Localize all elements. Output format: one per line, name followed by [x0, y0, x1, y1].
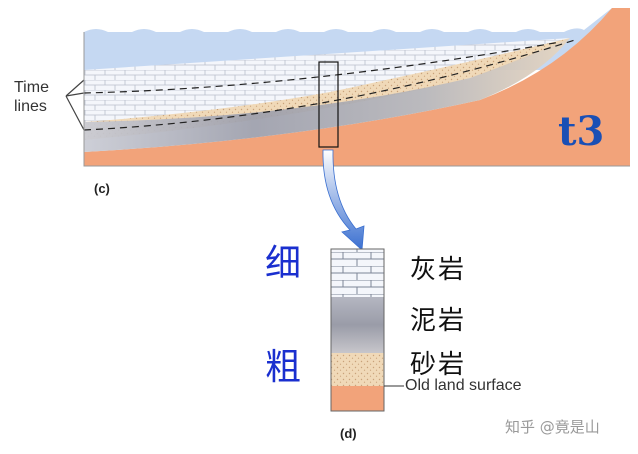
t3-label: t3 — [558, 108, 605, 155]
time-lines-label: Time lines — [14, 79, 49, 115]
cross-section-c — [65, 8, 630, 167]
mud-layer — [84, 38, 570, 152]
land-surface — [84, 8, 630, 166]
time-line-1 — [83, 41, 561, 94]
mudstone-label: 泥岩 — [410, 306, 467, 336]
limestone-label: 灰岩 — [410, 255, 467, 285]
column-border — [330, 248, 385, 412]
fine-label: 细 — [265, 243, 302, 284]
time-lines-pointer — [65, 79, 85, 131]
sandstone-label: 砂岩 — [410, 350, 467, 380]
old-land-surface-label: Old land surface — [405, 377, 522, 394]
stratigraphic-column-d — [330, 248, 404, 412]
column-limestone — [331, 249, 384, 297]
panel-d-label: (d) — [340, 426, 357, 441]
column-mudstone — [331, 297, 384, 353]
limestone-layer — [84, 38, 570, 122]
panel-c-label: (c) — [94, 181, 110, 196]
section-border — [83, 32, 630, 167]
curved-arrow — [322, 149, 365, 251]
core-sample-marker — [318, 61, 339, 148]
column-land — [331, 386, 384, 411]
coarse-label: 粗 — [265, 347, 302, 388]
column-sandstone — [331, 353, 384, 386]
watermark: 知乎 @竟是山 — [505, 418, 600, 436]
